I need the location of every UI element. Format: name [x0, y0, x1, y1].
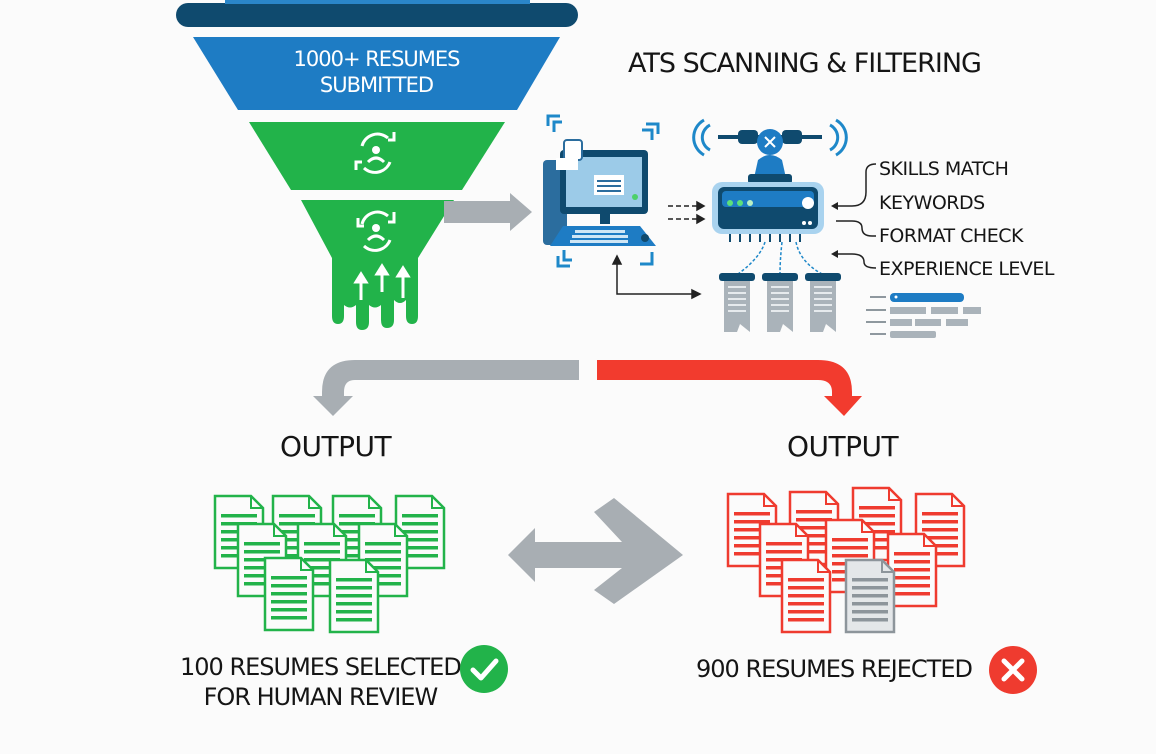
funnel-label-line2: SUBMITTED	[319, 73, 434, 97]
feedback-arrow	[611, 254, 702, 300]
funnel-to-computer-arrow	[444, 193, 532, 231]
criteria-list: SKILLS MATCH KEYWORDS FORMAT CHECK EXPER…	[879, 152, 1055, 286]
funnel-label-line1: 1000+ RESUMES	[293, 47, 461, 71]
output-trays	[719, 273, 841, 332]
progress-bars-icon	[866, 293, 981, 338]
output-heading-selected: OUTPUT	[280, 430, 392, 463]
resume-selected-doc	[263, 556, 315, 632]
selected-label-line2: FOR HUMAN REVIEW	[203, 683, 439, 711]
funnel-green-section-1	[249, 122, 505, 190]
server-robot-icon	[692, 118, 848, 332]
funnel-blue-section	[193, 37, 560, 110]
resume-rejected-doc	[780, 558, 832, 634]
dashed-arrows	[668, 200, 706, 225]
selected-label-line1: 100 RESUMES SELECTED	[180, 653, 462, 681]
funnel-green-section-2	[301, 200, 454, 330]
criteria-item: KEYWORDS	[879, 192, 985, 214]
resume-selected-doc	[328, 558, 380, 634]
rejected-label: 900 RESUMES REJECTED	[696, 655, 973, 683]
funnel-rim	[176, 3, 578, 27]
red-curved-arrow	[597, 360, 862, 416]
resume-rejected-doc	[886, 532, 938, 608]
ats-title: ATS SCANNING & FILTERING	[628, 48, 982, 79]
criteria-item: SKILLS MATCH	[879, 158, 1009, 180]
selected-label: 100 RESUMES SELECTED FOR HUMAN REVIEW	[180, 652, 462, 712]
funnel-top-label: 1000+ RESUMES SUBMITTED	[193, 46, 560, 98]
person-cycle-icon	[354, 132, 396, 174]
funnel-top-contents	[225, 0, 530, 4]
check-icon	[460, 645, 508, 693]
person-cycle-icon	[356, 210, 396, 252]
criteria-connectors	[836, 163, 877, 269]
resume-gray-doc	[844, 558, 896, 634]
double-arrow	[508, 498, 683, 604]
output-heading-rejected: OUTPUT	[787, 430, 899, 463]
computer-icon	[543, 114, 660, 268]
stream-arrows-icon	[353, 263, 411, 300]
x-icon	[989, 646, 1037, 694]
criteria-item: EXPERIENCE LEVEL	[879, 258, 1055, 280]
gray-curved-arrow	[313, 360, 579, 416]
criteria-item: FORMAT CHECK	[879, 225, 1023, 247]
